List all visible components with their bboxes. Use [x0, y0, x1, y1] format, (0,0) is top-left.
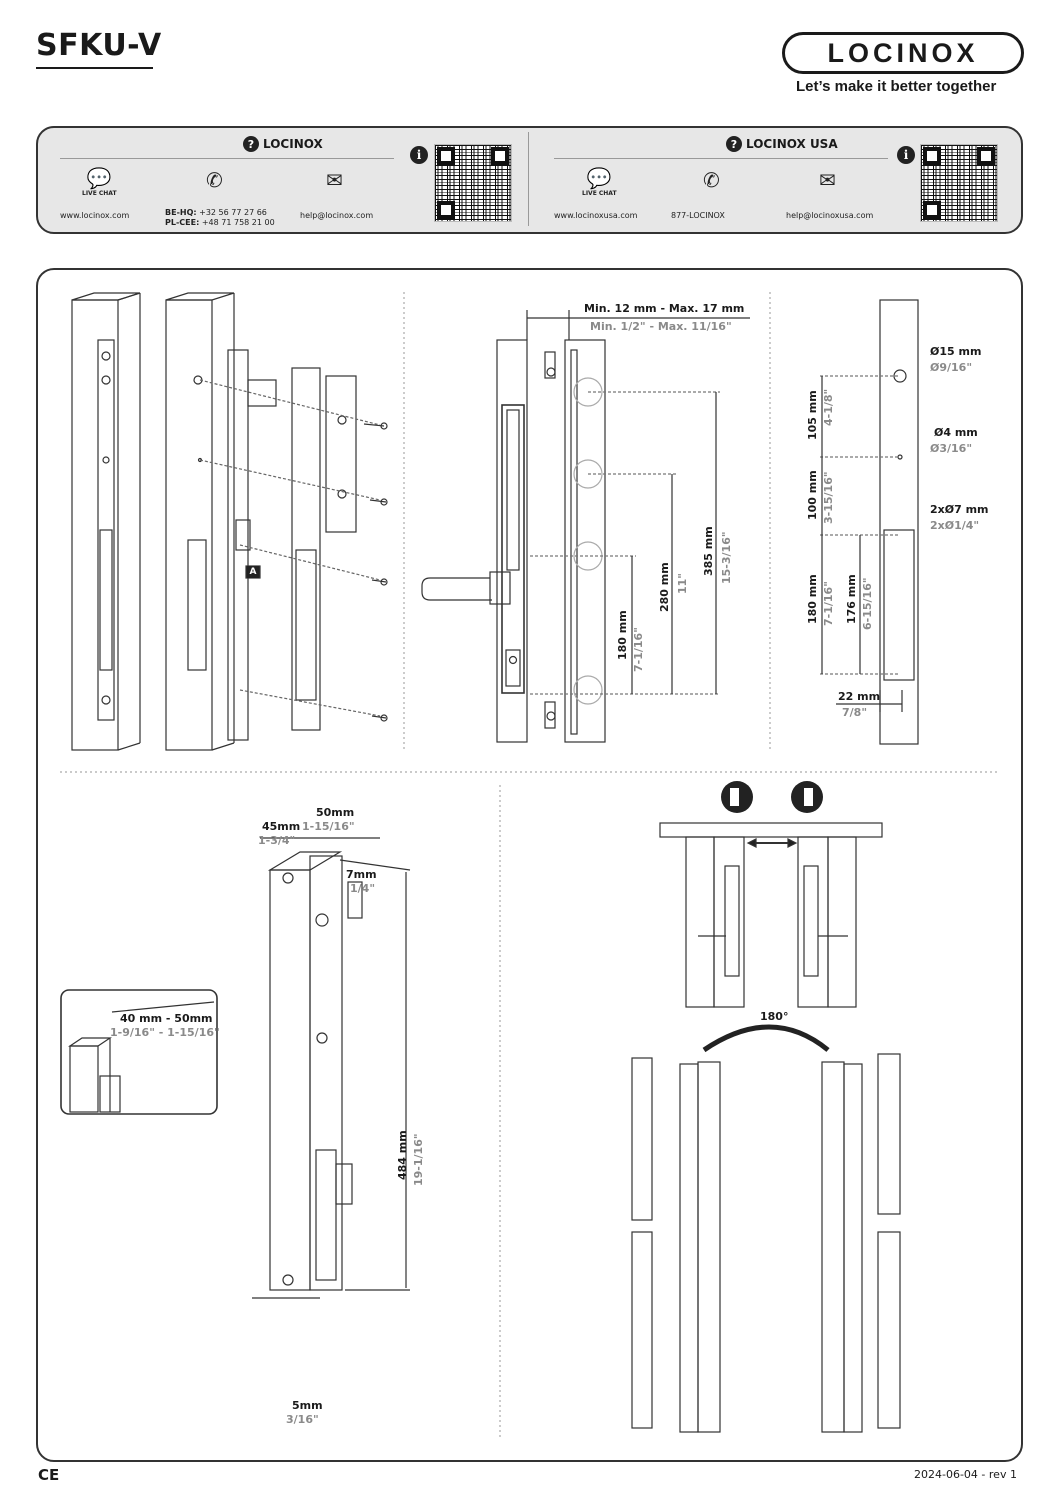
v105-mm: 105 mm — [806, 390, 819, 440]
d7-in: 2xØ1/4" — [930, 519, 980, 532]
lock-dimension-view — [252, 837, 411, 1299]
strip-dimension-view — [820, 299, 919, 745]
gap-dimension-mm: Min. 12 mm - Max. 17 mm — [584, 302, 745, 315]
phone-icon: ✆ — [206, 168, 223, 192]
heading-text: LOCINOX USA — [746, 137, 838, 151]
d4-in: Ø3/16" — [930, 442, 973, 455]
h484-mm: 484 mm — [396, 1130, 409, 1180]
question-icon: ? — [726, 136, 742, 152]
v180-mm: 180 mm — [806, 574, 819, 624]
revision-date: 2024-06-04 - rev 1 — [914, 1468, 1017, 1481]
vertical-divider — [528, 132, 529, 226]
phone-numbers-left: BE-HQ: +32 56 77 27 66 PL-CEE: +48 71 75… — [165, 208, 275, 228]
phone-label-pl: PL-CEE: — [165, 218, 200, 227]
qr-code-right — [920, 144, 998, 222]
d7-mm: 2xØ7 mm — [930, 503, 989, 516]
tagline: Let’s make it better together — [796, 78, 997, 95]
w45-in: 1-3/4" — [258, 834, 296, 847]
opening-angle: 180° — [760, 1010, 789, 1023]
live-chat-label: LIVE CHAT — [82, 190, 117, 197]
website-left[interactable]: www.locinox.com — [60, 211, 130, 220]
title-underline — [36, 67, 153, 69]
v180-in: 7-1/16" — [822, 581, 835, 626]
website-right[interactable]: www.locinoxusa.com — [554, 211, 638, 220]
lock-parts-left — [631, 1057, 721, 1433]
post-range-inset — [60, 989, 218, 1115]
post-drawing-1 — [71, 292, 141, 751]
post-range-mm: 40 mm - 50mm — [120, 1012, 213, 1025]
w5-mm: 5mm — [292, 1399, 323, 1412]
phone-label-be: BE-HQ: — [165, 208, 197, 217]
divider — [554, 158, 888, 159]
document-title: SFKU-V — [36, 28, 162, 63]
v105-in: 4-1/8" — [822, 388, 835, 426]
live-chat-right[interactable]: 💬 LIVE CHAT — [582, 166, 617, 197]
mail-icon: ✉ — [326, 168, 343, 192]
w50-in: 1-15/16" — [302, 820, 355, 833]
w22-mm: 22 mm — [838, 690, 881, 703]
w50-mm: 50mm — [316, 806, 355, 819]
v100-mm: 100 mm — [806, 470, 819, 520]
locinox-logo: LOCINOX — [782, 32, 1024, 74]
phone-be[interactable]: +32 56 77 27 66 — [199, 208, 267, 217]
v100-in: 3-15/16" — [822, 471, 835, 524]
lock-parts-right — [821, 1053, 901, 1433]
phone-pl[interactable]: +48 71 758 21 00 — [201, 218, 275, 227]
email-left[interactable]: help@locinox.com — [300, 211, 374, 220]
email-right[interactable]: help@locinoxusa.com — [786, 211, 874, 220]
chat-bubble-icon: 💬 — [86, 166, 112, 190]
w7-in: 1/4" — [350, 882, 376, 895]
d4-mm: Ø4 mm — [934, 426, 978, 439]
label-a: A — [247, 566, 259, 578]
post-drawing-2 — [165, 292, 235, 751]
info-icon: i — [897, 146, 915, 164]
d15-mm: Ø15 mm — [930, 345, 982, 358]
divider — [60, 158, 394, 159]
w22-in: 7/8" — [842, 706, 868, 719]
drawing-panel — [36, 268, 1023, 1462]
door-direction-icons — [721, 781, 823, 813]
live-chat-label: LIVE CHAT — [582, 190, 617, 197]
post-range-in: 1-9/16" - 1-15/16" — [110, 1026, 220, 1039]
mail-icon: ✉ — [819, 168, 836, 192]
w45-mm: 45mm — [262, 820, 301, 833]
h280-mm: 280 mm — [658, 562, 671, 612]
h385-in: 15-3/16" — [720, 531, 733, 584]
gate-side-view — [421, 310, 750, 743]
heading-text: LOCINOX — [263, 137, 323, 151]
w7-mm: 7mm — [346, 868, 377, 881]
phone-icon: ✆ — [703, 168, 720, 192]
v176-mm: 176 mm — [845, 574, 858, 624]
d15-in: Ø9/16" — [930, 361, 973, 374]
contact-bar: ? LOCINOX 💬 LIVE CHAT ✆ ✉ www.locinox.co… — [36, 126, 1023, 234]
contact-heading-locinox: ? LOCINOX — [243, 136, 323, 152]
h484-in: 19-1/16" — [412, 1133, 425, 1186]
phone-right[interactable]: 877-LOCINOX — [671, 211, 725, 220]
ce-mark: CE — [38, 1466, 60, 1484]
h280-in: 11" — [676, 572, 689, 594]
question-icon: ? — [243, 136, 259, 152]
chat-bubble-icon: 💬 — [586, 166, 612, 190]
qr-code-left — [434, 144, 512, 222]
h180-in: 7-1/16" — [632, 627, 645, 672]
live-chat-left[interactable]: 💬 LIVE CHAT — [82, 166, 117, 197]
exploded-lock-parts — [199, 349, 388, 741]
v176-in: 6-15/16" — [861, 577, 874, 630]
gap-dimension-in: Min. 1/2" - Max. 11/16" — [590, 320, 732, 333]
h180-mm: 180 mm — [616, 610, 629, 660]
h385-mm: 385 mm — [702, 526, 715, 576]
info-icon: i — [410, 146, 428, 164]
w5-in: 3/16" — [286, 1413, 319, 1426]
contact-heading-locinox-usa: ? LOCINOX USA — [726, 136, 838, 152]
gate-opening-view — [659, 822, 883, 1053]
